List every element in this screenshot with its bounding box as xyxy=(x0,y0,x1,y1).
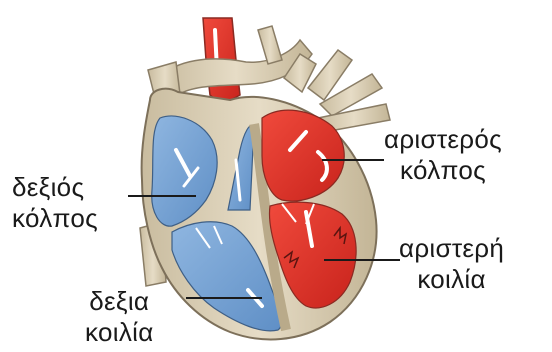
label-right-atrium: δεξιός κόλπος xyxy=(12,172,98,234)
label-right-ventricle-line2: κοιλία xyxy=(85,317,154,348)
label-left-atrium: αριστερός κόλπος xyxy=(384,124,502,186)
label-left-ventricle-line2: κοιλία xyxy=(399,264,504,295)
label-right-ventricle: δεξια κοιλία xyxy=(85,286,154,348)
pulmonary-artery xyxy=(160,26,312,95)
label-left-ventricle-line1: αριστερή xyxy=(399,233,504,264)
label-left-atrium-line2: κόλπος xyxy=(384,155,502,186)
label-right-ventricle-line1: δεξια xyxy=(85,286,154,317)
label-left-atrium-line1: αριστερός xyxy=(384,124,502,155)
label-right-atrium-line1: δεξιός xyxy=(12,172,98,203)
label-left-ventricle: αριστερή κοιλία xyxy=(399,233,504,295)
label-right-atrium-line2: κόλπος xyxy=(12,203,98,234)
